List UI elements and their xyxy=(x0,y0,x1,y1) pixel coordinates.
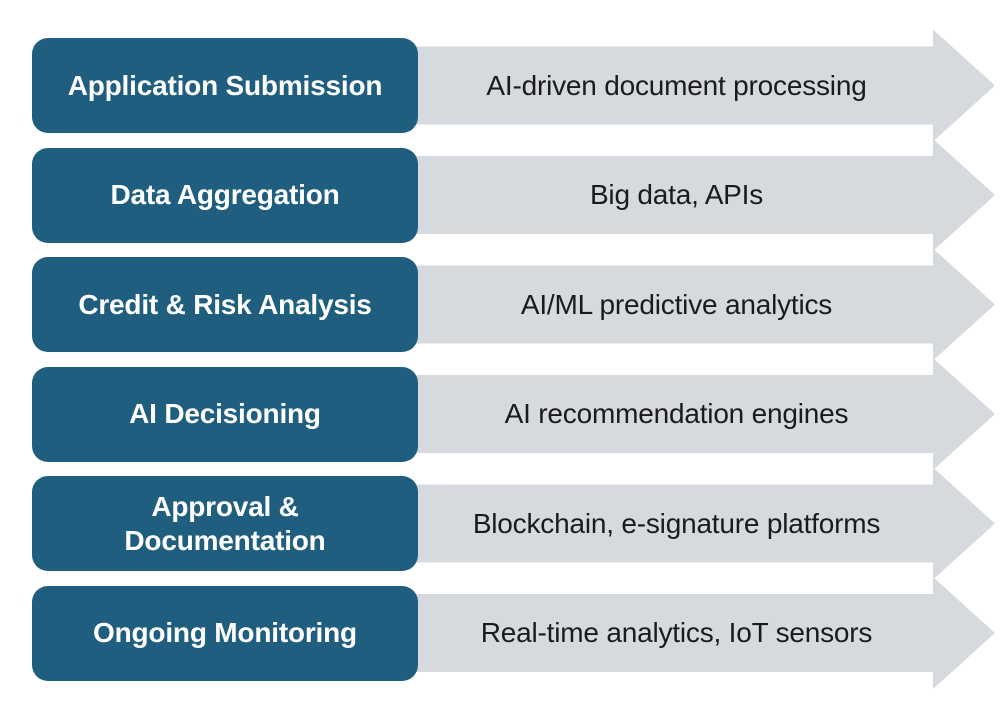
technology-label: Big data, APIs xyxy=(589,179,764,210)
arrow-shape: Real-time analytics, IoT sensors xyxy=(410,577,995,689)
arrow-shape: AI recommendation engines xyxy=(410,358,995,470)
process-row: Blockchain, e-signature platforms Approv… xyxy=(0,467,1000,580)
arrow-shape: Blockchain, e-signature platforms xyxy=(410,467,995,580)
stage-box: Data Aggregation xyxy=(32,147,418,243)
process-row: Big data, APIs Data Aggregation xyxy=(0,139,1000,251)
arrow-shape: AI-driven document processing xyxy=(410,29,995,142)
technology-label: AI recommendation engines xyxy=(504,398,849,429)
technology-label: AI/ML predictive analytics xyxy=(520,288,833,320)
arrow-shape: AI/ML predictive analytics xyxy=(410,248,995,361)
stage-box: Ongoing Monitoring xyxy=(32,585,418,681)
stage-label: Approval & Documentation xyxy=(124,490,326,556)
stage-box: Application Submission xyxy=(32,38,418,133)
stage-label: Ongoing Monitoring xyxy=(93,617,357,649)
stage-label: Application Submission xyxy=(67,69,383,101)
process-row: AI/ML predictive analytics Credit & Risk… xyxy=(0,248,1000,361)
technology-label: Blockchain, e-signature platforms xyxy=(472,507,881,539)
arrow-shape: Big data, APIs xyxy=(410,139,995,251)
process-row: AI-driven document processing Applicatio… xyxy=(0,29,1000,142)
stage-label: Credit & Risk Analysis xyxy=(78,288,372,320)
process-row: AI recommendation engines AI Decisioning xyxy=(0,358,1000,470)
stage-label: Data Aggregation xyxy=(110,179,340,211)
stage-box: AI Decisioning xyxy=(32,366,418,462)
process-row: Real-time analytics, IoT sensors Ongoing… xyxy=(0,577,1000,689)
stage-box: Approval & Documentation xyxy=(32,476,418,571)
stage-box: Credit & Risk Analysis xyxy=(32,257,418,352)
stage-label: AI Decisioning xyxy=(129,398,321,430)
technology-label: AI-driven document processing xyxy=(486,69,867,101)
technology-label: Real-time analytics, IoT sensors xyxy=(480,617,873,648)
